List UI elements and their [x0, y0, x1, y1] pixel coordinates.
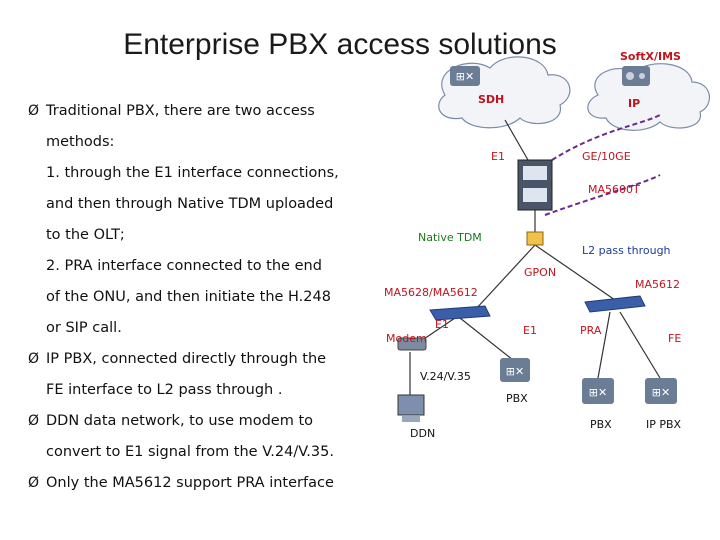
- onu-ma5628: [429, 305, 491, 321]
- pbx-right-label: PBX: [590, 418, 612, 431]
- softx-ims-label: SoftX/IMS: [620, 50, 681, 63]
- ma5600t-label: MA5600T: [588, 183, 640, 196]
- bullet-arrow-icon: Ø: [28, 413, 40, 429]
- bullet-text: IP PBX, connected directly through the: [46, 351, 327, 367]
- ddn-label: DDN: [410, 427, 435, 440]
- native-tdm-label: Native TDM: [418, 231, 482, 244]
- modem-icon: [397, 337, 427, 351]
- ma5612-label: MA5612: [635, 278, 680, 291]
- splitter-icon: [526, 231, 544, 246]
- e1-top-label: E1: [491, 150, 505, 163]
- svg-text:⊞✕: ⊞✕: [506, 365, 524, 378]
- bullet-continuation: convert to E1 signal from the V.24/V.35.: [28, 437, 378, 468]
- bullet-text: FE interface to L2 pass through .: [46, 382, 283, 398]
- sdh-label: SDH: [478, 93, 504, 106]
- pbx-mid-icon: ⊞✕: [500, 358, 530, 382]
- ip-pbx-icon: ⊞✕: [645, 378, 677, 404]
- modem-label: Modem: [386, 332, 427, 345]
- bullet-text: 2. PRA interface connected to the end: [46, 258, 322, 274]
- page-title: Enterprise PBX access solutions: [123, 28, 557, 61]
- bullet-continuation: or SIP call.: [28, 313, 378, 344]
- svg-text:⊞✕: ⊞✕: [589, 386, 607, 399]
- ddn-computer-icon: [397, 394, 425, 422]
- gpon-label: GPON: [524, 266, 556, 279]
- bullet-text: and then through Native TDM uploaded: [46, 196, 334, 212]
- bullet-text: convert to E1 signal from the V.24/V.35.: [46, 444, 334, 460]
- e1-mid-label: E1: [523, 324, 537, 337]
- onu-ma5612: [584, 295, 646, 313]
- bullet-item: Ø DDN data network, to use modem to: [28, 406, 378, 437]
- ge-10ge-label: GE/10GE: [582, 150, 631, 163]
- bullet-item: Ø Only the MA5612 support PRA interface: [28, 468, 378, 499]
- bullet-text: DDN data network, to use modem to: [46, 413, 314, 429]
- ma5628-ma5612-label: MA5628/MA5612: [384, 286, 478, 299]
- pbx-right-icon: ⊞✕: [582, 378, 614, 404]
- bullet-continuation: FE interface to L2 pass through .: [28, 375, 378, 406]
- pbx-icon: ⊞✕: [450, 66, 480, 86]
- bullet-item: Ø Traditional PBX, there are two access: [28, 96, 378, 127]
- bullet-continuation: methods:: [28, 127, 378, 158]
- svg-text:⊞✕: ⊞✕: [456, 70, 474, 83]
- bullet-arrow-icon: Ø: [28, 103, 40, 119]
- v24-v35-label: V.24/V.35: [420, 370, 471, 383]
- bullet-item: Ø IP PBX, connected directly through the: [28, 344, 378, 375]
- bullet-list: Ø Traditional PBX, there are two access me…: [28, 96, 378, 499]
- bullet-text: to the OLT;: [46, 227, 125, 243]
- bullet-text: 1. through the E1 interface connections,: [46, 165, 339, 181]
- e1-left-label: E1: [435, 318, 449, 331]
- pra-label: PRA: [580, 324, 602, 337]
- bullet-text: Traditional PBX, there are two access: [46, 103, 315, 119]
- bullet-arrow-icon: Ø: [28, 351, 40, 367]
- olt-ma5600t: [517, 159, 553, 211]
- bullet-continuation: 2. PRA interface connected to the end: [28, 251, 378, 282]
- bullet-text: methods:: [46, 134, 115, 150]
- softswitch-icon: [622, 66, 650, 86]
- bullet-continuation: 1. through the E1 interface connections,: [28, 158, 378, 189]
- bullet-continuation: and then through Native TDM uploaded: [28, 189, 378, 220]
- ip-pbx-label: IP PBX: [646, 418, 682, 431]
- fe-label: FE: [668, 332, 681, 345]
- ip-label: IP: [628, 97, 640, 110]
- bullet-continuation: to the OLT;: [28, 220, 378, 251]
- pbx-mid-label: PBX: [506, 392, 528, 405]
- svg-text:⊞✕: ⊞✕: [652, 386, 670, 399]
- bullet-text: Only the MA5612 support PRA interface: [46, 475, 334, 491]
- bullet-text: of the ONU, and then initiate the H.248: [46, 289, 331, 305]
- l2-pass-through-label: L2 pass through: [582, 244, 671, 257]
- bullet-text: or SIP call.: [46, 320, 122, 336]
- bullet-continuation: of the ONU, and then initiate the H.248: [28, 282, 378, 313]
- bullet-arrow-icon: Ø: [28, 475, 40, 491]
